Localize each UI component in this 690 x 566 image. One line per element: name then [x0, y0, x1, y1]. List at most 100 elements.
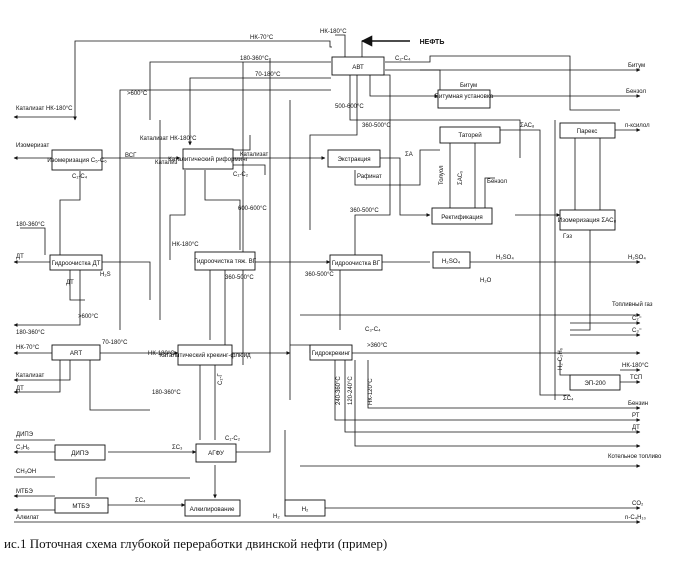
left-label: Изомеризат [16, 143, 49, 149]
left-label: Катализат НК-180°C [16, 106, 73, 112]
unit-tatoray [439, 126, 501, 144]
unit-isomer2 [559, 209, 616, 231]
unit-mtbe-label: МТБЭ [72, 503, 90, 510]
stream-label: >360°C [367, 343, 388, 349]
unit-dipe-label: ДИПЭ [71, 450, 89, 457]
unit-parex [559, 122, 616, 139]
stream-label: НК-120°C [368, 378, 374, 405]
stream-label: Катализ [155, 160, 178, 166]
stream-label: ΣС₄ [135, 498, 146, 504]
unit-ep-label: ЭП-200 [584, 380, 606, 387]
unit-h2so4-label: H₂SO₄ [442, 258, 461, 265]
unit-h2so4 [432, 251, 471, 269]
stream-label: С₁-С₄ [72, 174, 88, 180]
unit-mtbe [54, 497, 109, 514]
stream-label: 360-500°C [305, 272, 334, 278]
right-label: n-C₄H₁₀ [625, 515, 646, 521]
stream-label: 120-240°C [348, 376, 354, 405]
stream-label: Н₂-С₂Н₆ [558, 347, 564, 370]
unit-agfu [195, 443, 237, 463]
stream-label: НК-180°C [172, 242, 199, 248]
unit-reform [182, 148, 234, 170]
stream-label: 360-500°C [362, 123, 391, 129]
unit-isomer-label: Изомеризация С₅-С₆ [47, 157, 107, 164]
stream-label: 360-500°C [225, 275, 254, 281]
unit-alk-label: Алкилирование [190, 506, 235, 513]
stream-label: H₂SO₄ [496, 255, 514, 261]
stream-label: Гэз [563, 234, 572, 240]
right-label: ТСП [630, 375, 642, 381]
right-label: Котельное топливо [608, 454, 662, 460]
stream-label: С₁-С₂ [225, 436, 241, 442]
unit-hdt-bg-label: Гидроочистка ВГ [332, 260, 381, 267]
stream-label: >600°C [78, 314, 99, 320]
left-label: МТБЭ [16, 489, 34, 495]
unit-rect-label: Ректификация [441, 214, 483, 221]
unit-art [51, 344, 101, 361]
right-label: РТ [632, 413, 640, 419]
unit-agfu-label: АГФУ [208, 450, 224, 457]
stream-label: 70-180°C [102, 340, 128, 346]
unit-boxes: АВТ Битумная установка Изомеризация С₅-С… [47, 56, 621, 517]
stream-label: 180-360°C [240, 56, 269, 62]
right-label: С₃⁼ [632, 328, 642, 334]
stream-label: Бензол [487, 179, 507, 185]
unit-hdt-vg [194, 251, 256, 271]
unit-ep [569, 374, 621, 391]
stream-label: Н₂O [480, 278, 492, 284]
unit-hdt-vg-label: Гидроочистка тяж. ВГ [194, 258, 257, 265]
unit-alk [184, 499, 241, 517]
left-label: Алкилат [16, 515, 39, 521]
stream-label: 70-180°C [255, 72, 281, 78]
unit-dipe [54, 444, 106, 461]
left-label: C₃H₆ [16, 445, 30, 451]
stream-label: С₁-Г [218, 373, 224, 385]
unit-hdt-dt-label: Гидроочистка ДТ [52, 260, 101, 267]
left-labels: Катализат НК-180°C Изомеризат 180-360°C … [16, 106, 73, 521]
stream-label: С₃-С₄ [365, 327, 381, 333]
unit-extract [327, 149, 381, 168]
stream-label: Катализат НК-180°C [140, 136, 197, 142]
left-label: Катализат [16, 373, 45, 379]
stream-label: Н₂S [100, 272, 111, 278]
stream-label: ΣА [405, 152, 413, 158]
figure-caption: ис.1 Поточная схема глубокой переработки… [4, 536, 387, 551]
unit-parex-label: Парекс [577, 128, 598, 135]
stream-label: ΣАС₈ [520, 123, 535, 129]
right-label: Топливный газ [612, 301, 653, 308]
unit-hcrack-label: Гидрокрекинг [312, 350, 351, 357]
stream-lines [13, 34, 641, 524]
unit-bitumen-label: Битумная установка [435, 93, 494, 100]
stream-label: 360-500°C [350, 208, 379, 214]
stream-label: Рафинат [357, 174, 382, 180]
stream-label: 500-600°C [335, 104, 364, 110]
left-label: ДТ [16, 254, 24, 260]
unit-fcc [177, 344, 233, 366]
stream-label: Катализат [240, 152, 269, 158]
stream-label: ДТ [66, 280, 74, 286]
stream-label: ΣС₄ [563, 396, 574, 402]
right-label: НК-180°C [622, 363, 649, 369]
unit-h2-label: H₂ [302, 506, 309, 513]
unit-fcc-label: Каталитический крекинг-флюид [159, 352, 251, 359]
left-label: ДИПЭ [16, 432, 34, 438]
stream-label: Н₂ [273, 514, 280, 520]
left-label: НК-70°C [16, 345, 40, 351]
unit-extract-label: Экстракция [337, 156, 370, 163]
right-labels: Битум Бензол п-ксилол Н₂SO₄ Топливный га… [608, 63, 662, 521]
right-label: Бензин [628, 401, 648, 407]
unit-hcrack [309, 344, 353, 361]
unit-avt-label: АВТ [352, 64, 364, 71]
unit-bitumen [437, 89, 491, 109]
right-label: Бензол [626, 89, 646, 95]
right-label: С₂⁼ [632, 316, 642, 322]
unit-h2 [284, 499, 326, 517]
unit-hdt-dt [49, 254, 103, 271]
stream-label: НК-180°C [320, 29, 347, 35]
unit-art-label: АRТ [70, 350, 83, 357]
stream-label-group: НК-70°C НК-180°C 180-360°C 70-180°C >600… [66, 29, 574, 520]
unit-hdt-bg [329, 254, 383, 271]
unit-isomer [51, 149, 103, 171]
stream-label: Толуол [439, 165, 445, 185]
